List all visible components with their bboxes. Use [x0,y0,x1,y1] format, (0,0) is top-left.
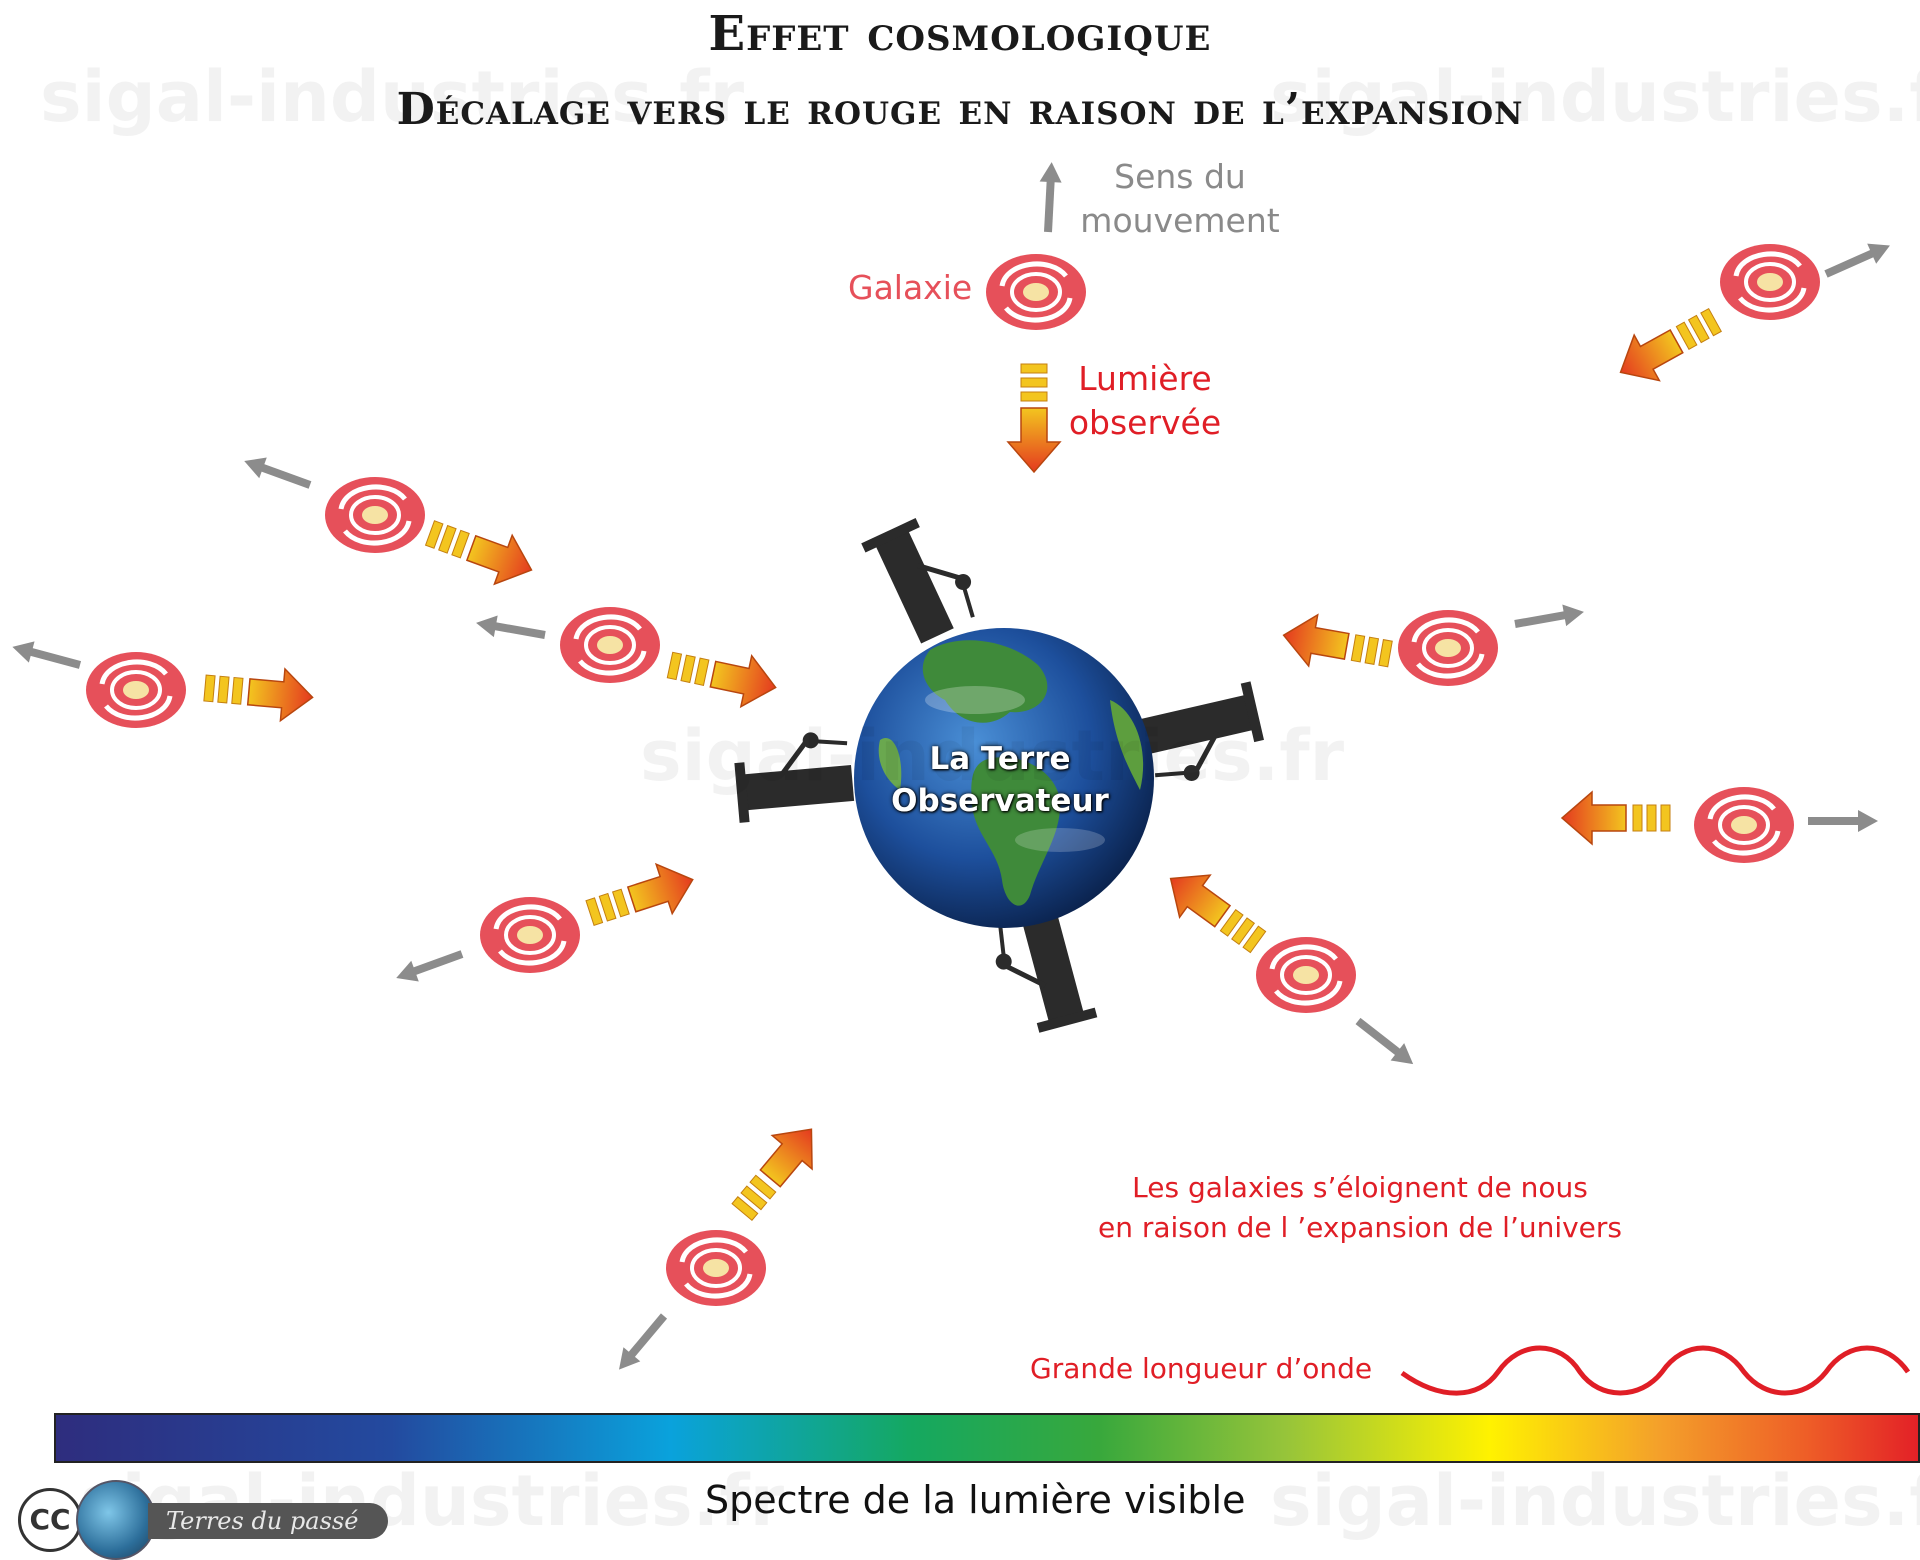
earth-label-line2: Observateur [891,783,1109,819]
expansion-caption-line1: Les galaxies s’éloignent de nous [1132,1171,1588,1204]
visible-spectrum-bar [54,1413,1920,1463]
expansion-caption-line2: en raison de l ’expansion de l’univers [1097,1211,1623,1244]
expansion-caption: Les galaxies s’éloignent de nous en rais… [1060,1168,1660,1248]
spectrum-label: Spectre de la lumière visible [705,1478,1246,1522]
watermark: sigal-industries.fr [1270,56,1920,138]
earth-label-line1: La Terre [929,741,1071,777]
motion-direction-line1: Sens du [1114,157,1246,196]
galaxy-label: Galaxie [848,268,973,307]
earth-observer-label: La Terre Observateur [860,738,1140,822]
observed-light-label: Lumière observée [1055,357,1235,445]
long-wavelength-wave [1400,1345,1911,1396]
motion-direction-line2: mouvement [1080,201,1280,240]
watermark: sigal-industries.fr [640,715,1345,797]
earth [854,628,1154,928]
watermark: sigal-industries.fr [40,56,745,138]
page-subtitle: Décalage vers le rouge en raison de l’ex… [396,84,1524,135]
observed-light-line1: Lumière [1078,359,1212,398]
page-title: Effet cosmologique [708,6,1212,62]
watermark: sigal-industries.fr [1270,1460,1920,1542]
globe-logo-icon [76,1480,156,1560]
creative-commons-icon: CC [18,1488,82,1552]
wavelength-label: Grande longueur d’onde [1030,1352,1373,1385]
motion-direction-label: Sens du mouvement [1060,155,1300,243]
brand-label: Terres du passé [148,1503,388,1539]
observed-light-line2: observée [1068,403,1222,442]
